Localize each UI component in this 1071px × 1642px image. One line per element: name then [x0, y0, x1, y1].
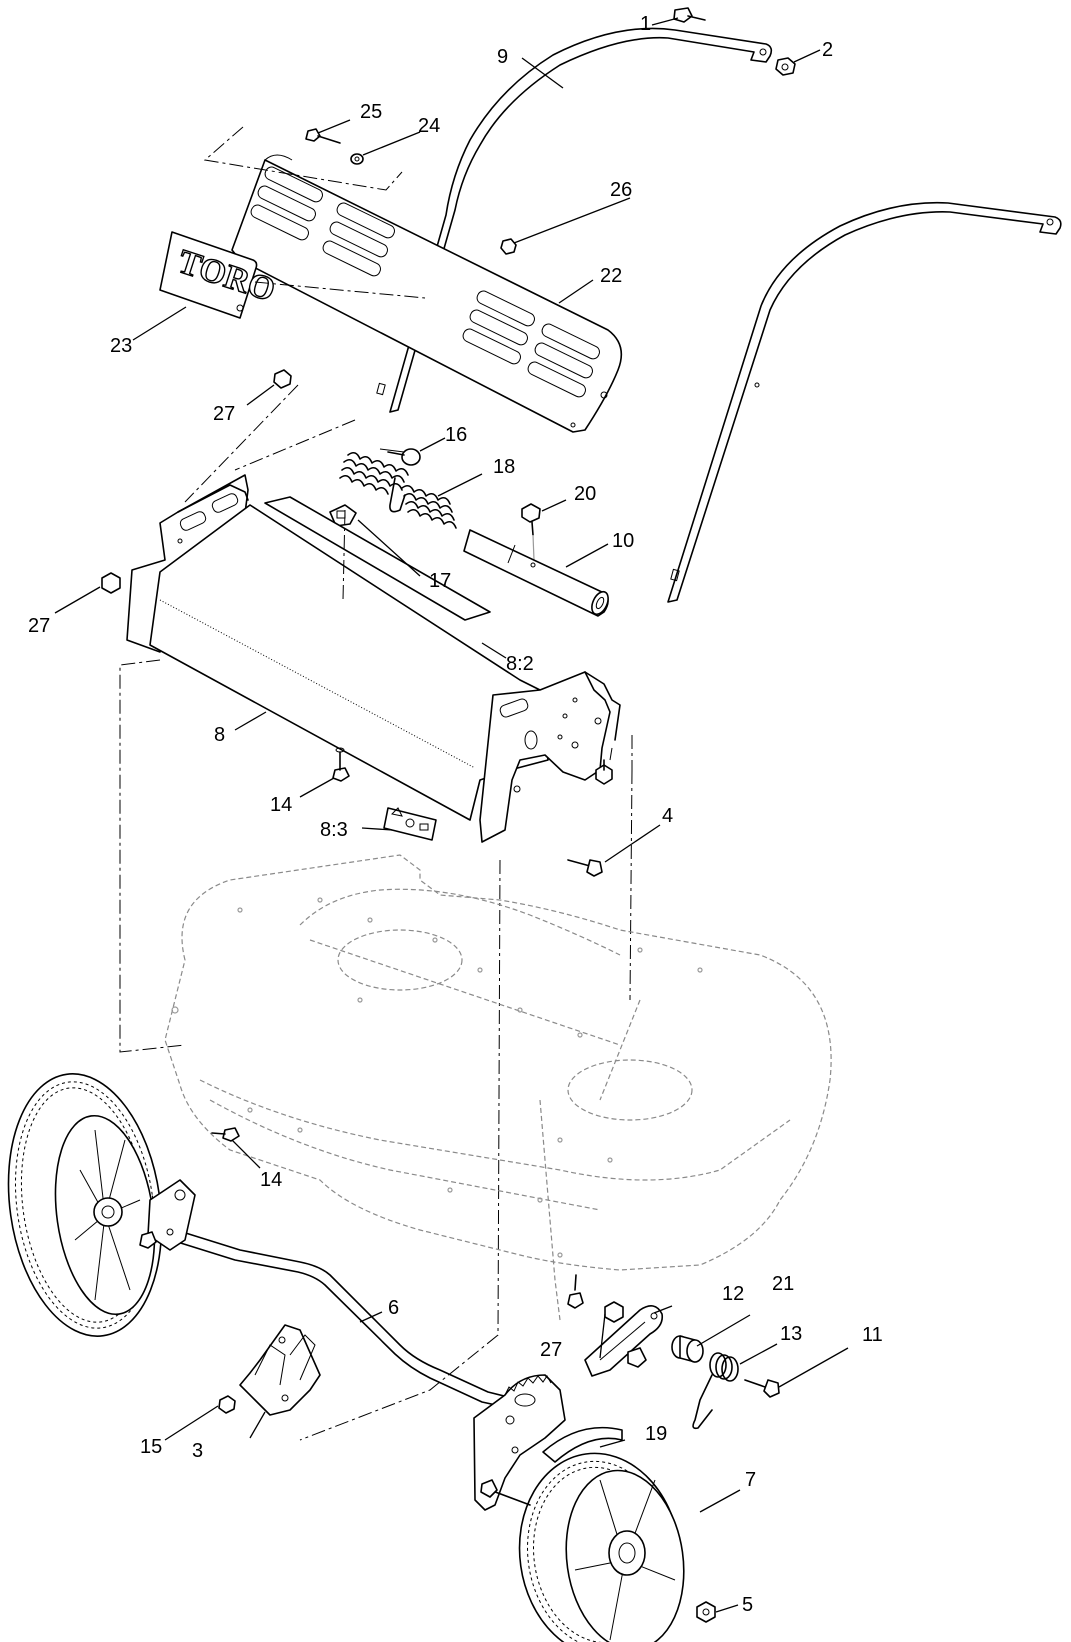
bolt-4 — [567, 859, 603, 877]
nut-5 — [696, 1601, 716, 1623]
bolt-20 — [521, 503, 541, 561]
callout-18: 18 — [493, 456, 515, 478]
upper-handle-left — [376, 27, 773, 413]
bolt-25 — [305, 128, 341, 144]
callout-1: 1 — [640, 13, 651, 35]
left-height-adjuster — [139, 1179, 196, 1251]
callout-27-left: 27 — [28, 615, 50, 637]
right-height-adjuster — [473, 1374, 566, 1511]
callout-4: 4 — [662, 805, 673, 827]
callout-9: 9 — [497, 46, 508, 68]
callout-21: 21 — [772, 1273, 794, 1295]
nut-15 — [218, 1395, 236, 1414]
leader-lines — [54, 17, 849, 1613]
right-front-wheel-7 — [480, 1452, 685, 1642]
washer-24 — [350, 153, 364, 165]
nut-27-lower — [604, 1301, 624, 1323]
callout-11: 11 — [862, 1324, 883, 1346]
callout-14-upper: 14 — [270, 794, 292, 816]
callout-27-lower: 27 — [540, 1339, 562, 1361]
rod-10 — [463, 529, 609, 617]
callout-3: 3 — [192, 1440, 203, 1462]
bushing-21 — [671, 1335, 704, 1363]
callout-5: 5 — [742, 1594, 753, 1616]
bolt-14-lower — [211, 1127, 240, 1142]
callout-8-2: 8:2 — [506, 653, 534, 675]
bolt-small-deck — [567, 1274, 584, 1309]
adjuster-plate-3 — [239, 1324, 321, 1416]
callout-24: 24 — [418, 115, 440, 137]
callout-6: 6 — [388, 1297, 399, 1319]
callout-13: 13 — [780, 1323, 802, 1345]
callout-15: 15 — [140, 1436, 162, 1458]
upper-handle-right — [667, 201, 1062, 603]
callout-17: 17 — [429, 570, 451, 592]
callout-8: 8 — [214, 724, 225, 746]
callout-12: 12 — [722, 1283, 744, 1305]
callout-22: 22 — [600, 265, 622, 287]
callout-labels: 1 2 3 4 5 6 7 8 8:2 8:3 9 10 11 12 13 14… — [28, 13, 883, 1616]
rear-axle-6 — [154, 1224, 534, 1429]
bolt-14-upper — [332, 747, 350, 782]
mower-deck-ghost — [164, 854, 832, 1321]
nut-27-left — [101, 572, 121, 594]
callout-8-3: 8:3 — [320, 819, 348, 841]
deck-housing-8 — [126, 474, 621, 843]
nut-2 — [775, 57, 796, 76]
bolt-1 — [673, 7, 706, 23]
handle-cover — [231, 154, 623, 433]
callout-19: 19 — [645, 1423, 667, 1445]
callout-14-lower: 14 — [260, 1169, 282, 1191]
callout-7: 7 — [745, 1469, 756, 1491]
torsion-spring-18 — [339, 451, 457, 529]
callout-16: 16 — [445, 424, 467, 446]
callout-27-upper: 27 — [213, 403, 235, 425]
callout-2: 2 — [822, 39, 833, 61]
nut-27-upper — [273, 369, 292, 389]
pin-16 — [379, 448, 421, 466]
decal-8-3 — [383, 807, 437, 841]
callout-26: 26 — [610, 179, 632, 201]
bolt-11 — [744, 1379, 780, 1398]
hinge-bracket-12 — [584, 1305, 664, 1377]
callout-25: 25 — [360, 101, 382, 123]
callout-10: 10 — [612, 530, 634, 552]
callout-23: 23 — [110, 335, 132, 357]
wheel-cover-19 — [542, 1426, 623, 1463]
nut-26 — [500, 238, 517, 255]
callout-20: 20 — [574, 483, 596, 505]
torsion-spring-13 — [692, 1352, 739, 1430]
decal-8-2 — [264, 496, 491, 621]
